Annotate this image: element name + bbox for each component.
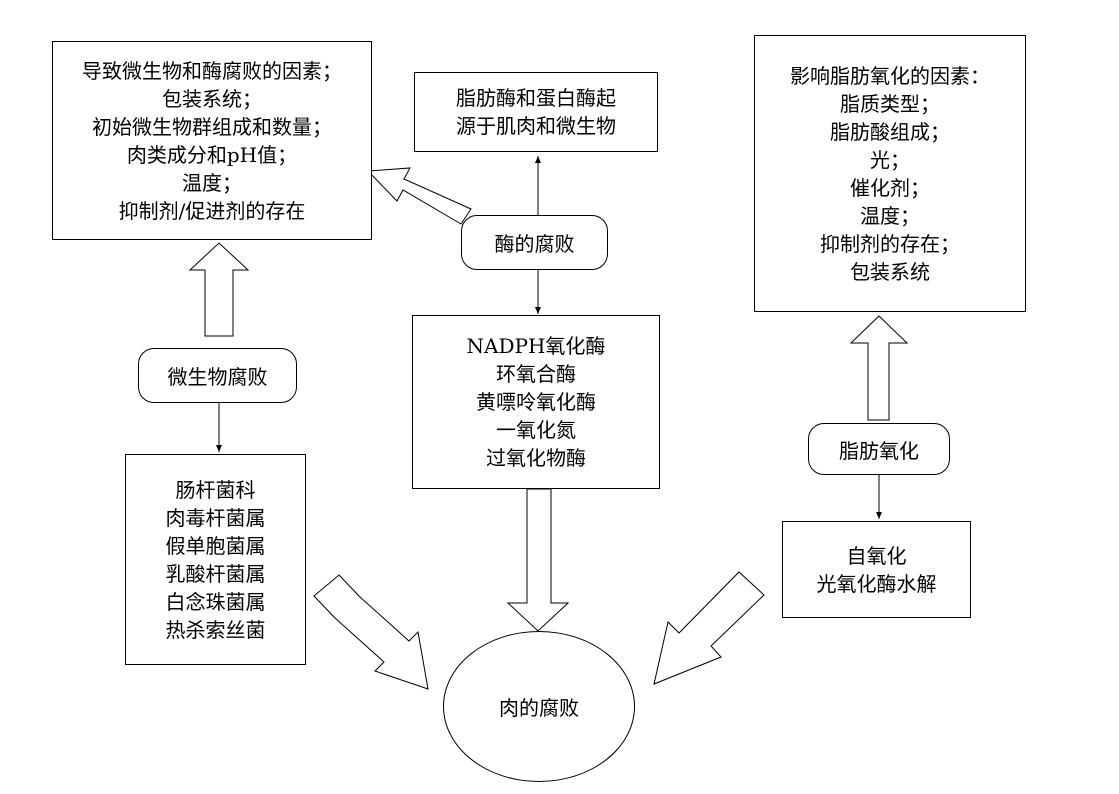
enzyme-list-line: 一氧化氮: [496, 418, 576, 442]
lipid-factors-line: 影响脂肪氧化的因素：: [790, 63, 990, 88]
enzyme-list-box: NADPH氧化酶 环氧合酶 黄嘌呤氧化酶 一氧化氮 过氧化物酶: [412, 315, 660, 489]
lipid-factors-line: 抑制剂的存在；: [820, 231, 960, 256]
oxidation-types-box: 自氧化 光氧化酶水解: [782, 521, 971, 618]
bacteria-list-line: 热杀索丝菌: [165, 617, 266, 642]
lipid-factors-box: 影响脂肪氧化的因素： 脂质类型； 脂肪酸组成； 光； 催化剂； 温度； 抑制剂的…: [754, 35, 1026, 312]
bacteria-list-line: 乳酸杆菌属: [165, 561, 266, 586]
block-arrow-oxidation-to-meat: [653, 571, 765, 685]
bacteria-list-line: 假单胞菌属: [165, 533, 266, 558]
lipid-oxidation-node: 脂肪氧化: [808, 423, 950, 475]
block-arrow-enzymelist-to-meat: [506, 488, 570, 632]
bacteria-list-line: 肉毒杆菌属: [165, 505, 266, 530]
bacteria-list-box: 肠杆菌科 肉毒杆菌属 假单胞菌属 乳酸杆菌属 白念珠菌属 热杀索丝菌: [125, 454, 306, 665]
lipid-factors-line: 脂质类型；: [840, 91, 940, 116]
microbe-factors-box: 导致微生物和酶腐败的因素； 包装系统； 初始微生物群组成和数量； 肉类成分和pH…: [52, 41, 372, 240]
block-arrow-enzyme-to-factors: [366, 167, 472, 225]
microbe-factors-line: 导致微生物和酶腐败的因素；: [82, 58, 342, 83]
enzyme-origin-line: 源于肌肉和微生物: [456, 114, 616, 138]
lipid-factors-line: 包装系统: [850, 259, 930, 284]
enzyme-origin-box: 脂肪酶和蛋白酶起 源于肌肉和微生物: [414, 72, 658, 152]
lipid-factors-line: 脂肪酸组成；: [830, 119, 950, 144]
microbe-factors-line: 温度；: [182, 170, 242, 195]
enzyme-list-line: 环氧合酶: [496, 362, 576, 386]
bacteria-list-line: 肠杆菌科: [175, 477, 256, 502]
enzyme-list-line: 过氧化物酶: [486, 446, 586, 470]
microbe-factors-line: 初始微生物群组成和数量；: [92, 114, 332, 139]
bacteria-list-line: 白念珠菌属: [165, 589, 266, 614]
microbial-spoilage-node: 微生物腐败: [138, 348, 297, 403]
oxidation-types-line: 光氧化酶水解: [816, 571, 937, 596]
block-arrow-microbe-up: [188, 242, 250, 337]
lipid-factors-line: 温度；: [860, 203, 920, 228]
block-arrow-lipid-up: [849, 315, 909, 421]
meat-spoilage-node: 肉的腐败: [443, 631, 635, 782]
lipid-factors-line: 催化剂；: [850, 175, 930, 200]
enzyme-origin-line: 脂肪酶和蛋白酶起: [456, 86, 616, 110]
microbe-factors-line: 包装系统；: [162, 86, 262, 111]
oxidation-types-line: 自氧化: [846, 543, 907, 568]
microbe-factors-line: 抑制剂/促进剂的存在: [118, 198, 306, 223]
enzyme-list-line: NADPH氧化酶: [466, 334, 606, 358]
block-arrow-bacteria-to-meat: [313, 574, 429, 690]
microbe-factors-line: 肉类成分和pH值；: [126, 142, 298, 167]
enzyme-list-line: 黄嘌呤氧化酶: [476, 390, 596, 414]
lipid-factors-line: 光；: [870, 147, 910, 172]
enzyme-spoilage-node: 酶的腐败: [461, 215, 608, 270]
